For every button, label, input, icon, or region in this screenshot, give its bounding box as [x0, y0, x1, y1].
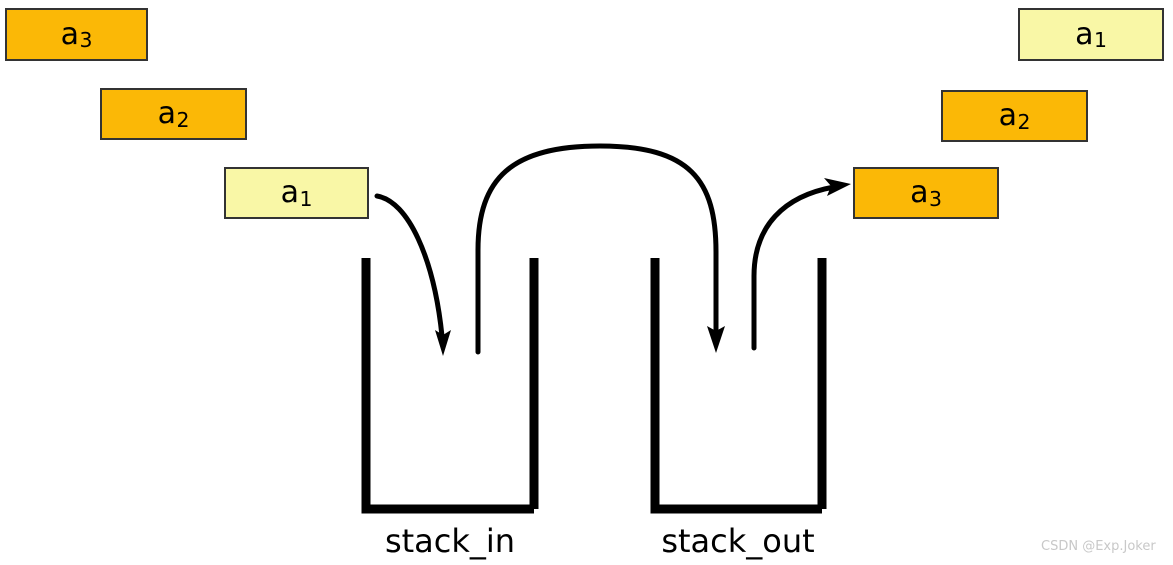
right-box-a2-label: a2	[998, 98, 1031, 134]
push-into-stack-in-arrow	[374, 193, 445, 339]
stack-out-container	[650, 258, 827, 514]
transfer-arrow	[475, 143, 719, 355]
watermark: CSDN @Exp.Joker	[1041, 539, 1156, 554]
push-into-stack-in-arrowhead	[435, 330, 451, 356]
left-box-a2: a2	[100, 88, 247, 140]
right-box-a1-label: a1	[1075, 16, 1107, 53]
pop-out-of-stack-out-arrowhead	[824, 178, 851, 196]
left-box-a1: a1	[224, 167, 369, 219]
right-box-a3-label: a3	[910, 175, 942, 211]
stack-out-label: stack_out	[661, 522, 815, 560]
transfer-arrowhead	[707, 326, 725, 353]
left-box-a1-label: a1	[280, 175, 313, 211]
right-box-a1: a1	[1018, 8, 1164, 61]
left-box-a2-label: a2	[157, 96, 190, 132]
right-box-a3: a3	[853, 167, 999, 219]
left-box-a3-label: a3	[60, 16, 93, 53]
right-box-a2: a2	[941, 90, 1088, 142]
stack-in-container	[361, 258, 539, 514]
stack-in-label: stack_in	[384, 522, 516, 560]
pop-out-of-stack-out-arrow	[751, 184, 837, 351]
left-box-a3: a3	[5, 8, 148, 61]
